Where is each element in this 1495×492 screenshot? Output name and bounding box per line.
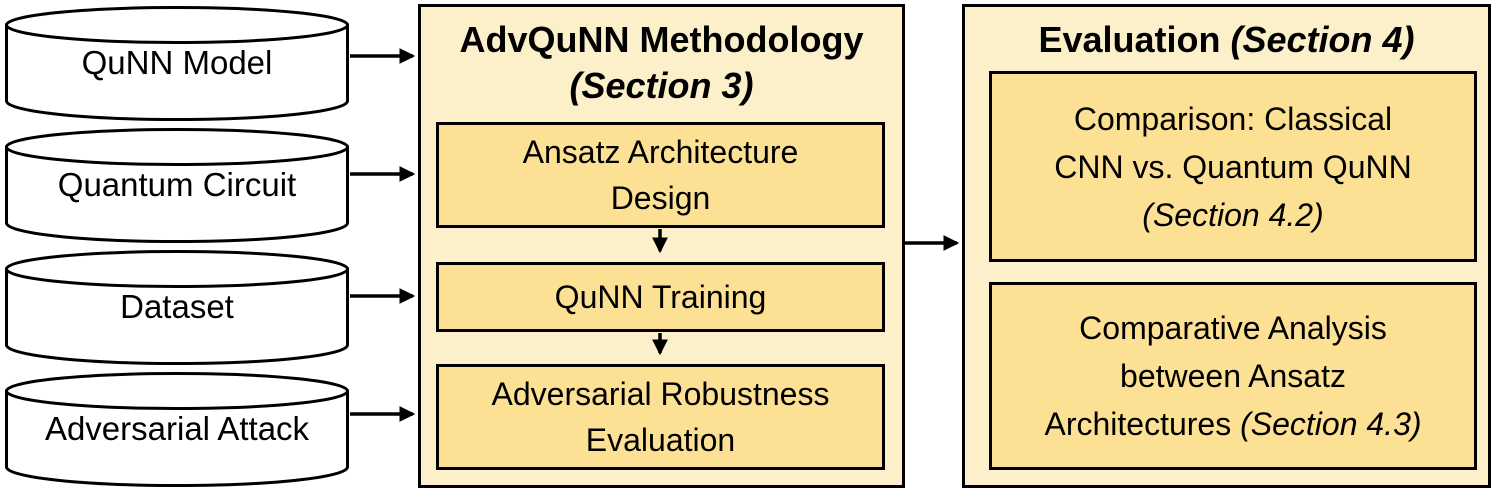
methodology-title: AdvQuNN Methodology (Section 3) — [421, 7, 902, 109]
evaluation-title: Evaluation (Section 4) — [965, 7, 1488, 63]
input-label: Quantum Circuit — [57, 166, 297, 203]
eval-item-line: Comparative Analysis — [1079, 310, 1387, 346]
input-label: Dataset — [120, 288, 234, 325]
eval-item-cnn-vs-qunn: Comparison: Classical CNN vs. Quantum Qu… — [989, 71, 1477, 262]
eval-item-line: Architectures (Section 4.3) — [1044, 400, 1421, 448]
methodology-title-line1: AdvQuNN Methodology — [459, 19, 864, 60]
step-qunn-training: QuNN Training — [436, 262, 885, 332]
eval-item-ansatz-comparison: Comparative Analysis between Ansatz Arch… — [989, 282, 1477, 470]
eval-item-line: between Ansatz — [1120, 358, 1346, 394]
methodology-title-section: (Section 3) — [569, 65, 754, 106]
eval-item-line: Comparison: Classical — [1073, 100, 1393, 137]
step-ansatz-architecture-design: Ansatz Architecture Design — [436, 122, 885, 228]
step-label-line: Evaluation — [585, 422, 736, 458]
step-label-line: Design — [610, 180, 711, 216]
eval-item-line-prefix: Architectures — [1044, 406, 1241, 442]
input-cylinder-dataset: Dataset — [4, 248, 350, 366]
step-label-line: QuNN Training — [554, 279, 767, 315]
eval-item-line: (Section 4.2) — [1142, 191, 1323, 239]
cylinder-shape — [5, 250, 349, 365]
eval-item-line: CNN vs. Quantum QuNN — [1054, 148, 1412, 185]
step-adversarial-robustness-evaluation: Adversarial Robustness Evaluation — [436, 364, 885, 470]
input-cylinder-quantum-circuit: Quantum Circuit — [4, 126, 350, 244]
input-label: Adversarial Attack — [44, 410, 310, 447]
cylinder-shape — [5, 128, 349, 243]
step-label-line: Adversarial Robustness — [491, 376, 830, 412]
input-cylinder-qunn-model: QuNN Model — [4, 4, 350, 122]
evaluation-title-text: Evaluation — [1038, 19, 1231, 60]
methodology-panel: AdvQuNN Methodology (Section 3) Ansatz A… — [418, 4, 905, 488]
eval-item-section: (Section 4.3) — [1240, 406, 1422, 442]
evaluation-title-section: (Section 4) — [1230, 19, 1415, 60]
eval-item-section: (Section 4.2) — [1142, 196, 1324, 233]
input-cylinder-adversarial-attack: Adversarial Attack — [4, 370, 350, 488]
input-label: QuNN Model — [81, 44, 273, 81]
cylinder-shape — [5, 6, 349, 121]
evaluation-panel: Evaluation (Section 4) Comparison: Class… — [962, 4, 1491, 488]
step-label-line: Ansatz Architecture — [522, 134, 799, 170]
cylinder-shape — [5, 372, 349, 487]
